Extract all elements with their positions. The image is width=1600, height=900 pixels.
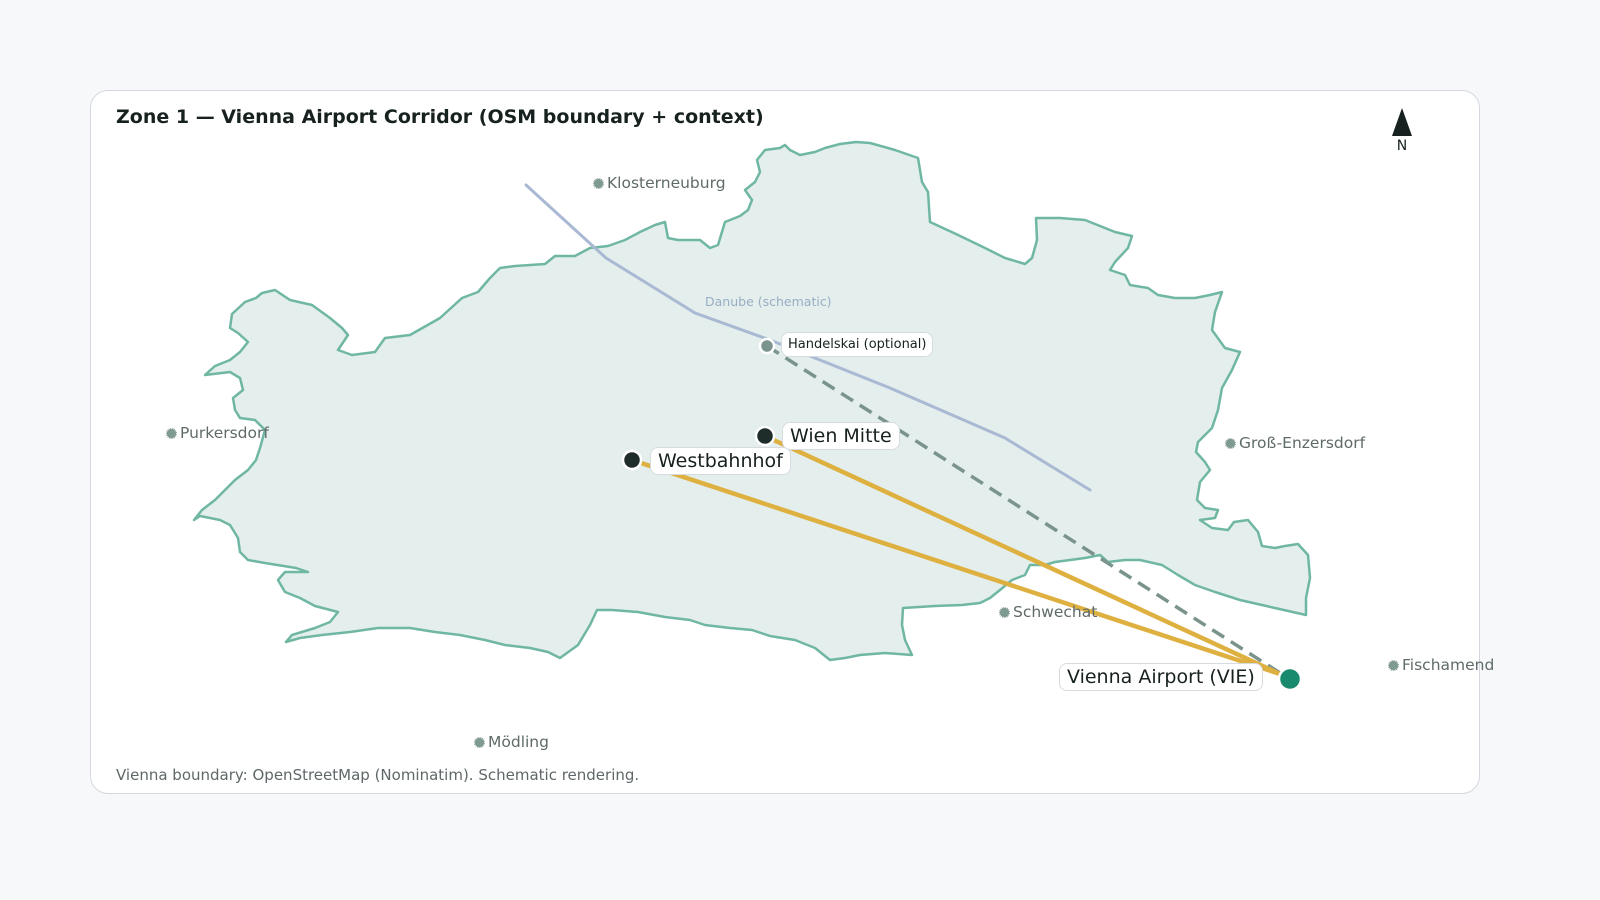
town-schwechat: Schwechat: [999, 603, 1097, 621]
route-westbahnhof-airport[interactable]: [629, 457, 1283, 677]
station-label-westbahnhof[interactable]: Westbahnhof: [650, 447, 791, 475]
town-purkersdorf: Purkersdorf: [166, 424, 269, 442]
town-label: Groß-Enzersdorf: [1239, 434, 1366, 452]
station-label-wien-mitte[interactable]: Wien Mitte: [782, 422, 900, 450]
town-marker-icon: [593, 177, 604, 189]
route-handelskai-airport[interactable]: [766, 344, 1289, 680]
wien-mitte-marker[interactable]: [754, 425, 776, 447]
handelskai-marker[interactable]: [758, 337, 776, 355]
route-wienmitte-airport[interactable]: [762, 433, 1283, 677]
station-label-airport[interactable]: Vienna Airport (VIE): [1059, 663, 1263, 691]
attribution-footer: Vienna boundary: OpenStreetMap (Nominati…: [116, 766, 640, 784]
town-label: Purkersdorf: [180, 424, 269, 442]
north-label: N: [1396, 138, 1408, 154]
station-label-handelskai[interactable]: Handelskai (optional): [781, 332, 934, 357]
town-klosterneuburg: Klosterneuburg: [593, 174, 726, 192]
town-moedling: Mödling: [474, 733, 549, 751]
vienna-boundary: [192, 140, 1312, 662]
town-marker-icon: [1388, 659, 1399, 671]
town-label: Klosterneuburg: [607, 174, 726, 192]
town-marker-icon: [166, 427, 177, 439]
town-marker-icon: [1225, 437, 1236, 449]
north-indicator: N: [1390, 108, 1414, 154]
town-label: Fischamend: [1402, 656, 1495, 674]
town-fischamend: Fischamend: [1388, 656, 1494, 674]
town-label: Mödling: [488, 733, 549, 751]
airport-marker[interactable]: [1277, 666, 1303, 692]
map-title: Zone 1 — Vienna Airport Corridor (OSM bo…: [116, 106, 764, 128]
westbahnhof-marker[interactable]: [621, 449, 643, 471]
town-marker-icon: [999, 606, 1010, 618]
north-arrow-icon: [1392, 108, 1412, 136]
danube-label: Danube (schematic): [705, 294, 832, 309]
town-marker-icon: [474, 736, 485, 748]
town-label: Schwechat: [1013, 603, 1098, 621]
town-gross-enzersdorf: Groß-Enzersdorf: [1225, 434, 1365, 452]
